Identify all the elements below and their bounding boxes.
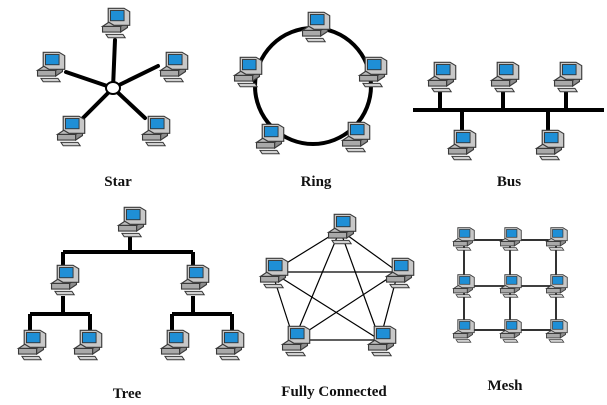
computer-icon — [490, 61, 520, 93]
computer-icon — [553, 61, 583, 93]
mesh-topology: Mesh — [453, 227, 568, 394]
computer-icon — [281, 325, 311, 357]
mesh-link — [293, 229, 341, 341]
computer-icon — [56, 115, 86, 147]
tree-links — [28, 236, 234, 334]
ring-label: Ring — [301, 174, 332, 190]
star-links — [64, 38, 160, 120]
star-link — [64, 70, 115, 90]
computer-icon — [367, 325, 397, 357]
fully-connected-links — [271, 229, 399, 341]
star-topology: Star — [36, 7, 189, 190]
bus-topology: Bus — [413, 61, 604, 190]
computer-icon — [159, 51, 189, 83]
computer-icon — [341, 121, 371, 153]
computer-icon — [500, 227, 522, 251]
bus-label: Bus — [497, 174, 521, 190]
computer-icon — [36, 51, 66, 83]
tree-topology: Tree — [17, 206, 245, 402]
computer-icon — [447, 129, 477, 161]
computer-icon — [259, 257, 289, 289]
computer-icon — [500, 274, 522, 298]
computer-icon — [453, 319, 475, 343]
fully-connected-topology: Fully Connected — [259, 213, 415, 400]
bus-links — [413, 92, 604, 130]
computer-icon — [215, 329, 245, 361]
star-link — [111, 64, 160, 90]
star-label: Star — [104, 174, 132, 190]
tree-label: Tree — [113, 386, 142, 402]
mesh-link — [339, 229, 381, 341]
computer-icon — [50, 264, 80, 296]
mesh-link — [339, 229, 399, 273]
computer-icon — [546, 227, 568, 251]
ring-topology: Ring — [233, 11, 388, 190]
mesh-link — [293, 271, 399, 341]
computer-icon — [101, 7, 131, 39]
computer-icon — [546, 274, 568, 298]
hub-icon — [105, 81, 121, 95]
computer-icon — [385, 257, 415, 289]
computer-icon — [73, 329, 103, 361]
computer-icon — [427, 61, 457, 93]
computer-icon — [117, 206, 147, 238]
fully-connected-label: Fully Connected — [281, 384, 387, 400]
computer-icon — [160, 329, 190, 361]
mesh-link — [271, 271, 381, 341]
computer-icon — [500, 319, 522, 343]
computer-icon — [180, 264, 210, 296]
computer-icon — [233, 56, 263, 88]
computer-icon — [141, 115, 171, 147]
mesh-label: Mesh — [488, 378, 524, 394]
computer-icon — [17, 329, 47, 361]
computer-icon — [255, 123, 285, 155]
computer-icon — [546, 319, 568, 343]
star-link — [111, 38, 117, 90]
computer-icon — [301, 11, 331, 43]
computer-icon — [535, 129, 565, 161]
computer-icon — [327, 213, 357, 245]
